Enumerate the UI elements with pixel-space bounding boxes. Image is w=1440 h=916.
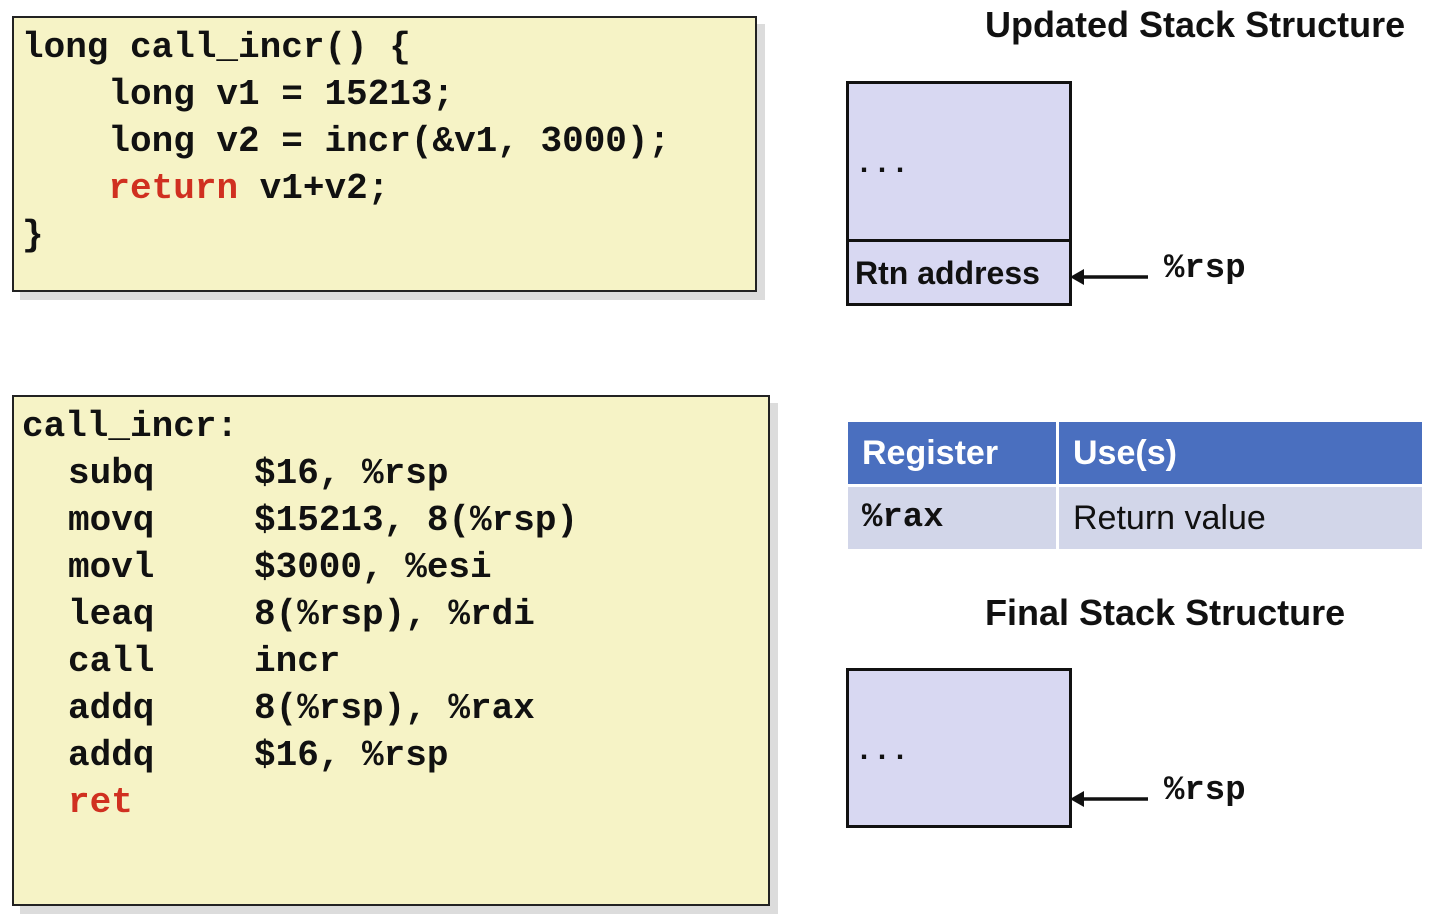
asm-opcode: call	[68, 641, 155, 682]
asm-code-box: call_incr: subq $16, %rsp movq $15213, 8(%r…	[12, 395, 770, 906]
use-cell: Return value	[1057, 485, 1422, 549]
updated-stack-title: Updated Stack Structure	[985, 4, 1406, 45]
c-code-line: long v2 = incr(&v1, 3000);	[22, 121, 671, 162]
asm-operands: $16, %rsp	[254, 735, 449, 776]
asm-opcode: ret	[68, 782, 133, 823]
updated-stack-diagram: ... Rtn address	[846, 81, 1072, 306]
asm-operands: $15213, 8(%rsp)	[254, 500, 579, 541]
asm-operands: incr	[254, 641, 341, 682]
c-code-line: long v1 = 15213;	[22, 74, 455, 115]
c-code-line-return: return v1+v2;	[22, 165, 389, 212]
asm-opcode: addq	[68, 735, 155, 776]
asm-instruction-line: subq $16, %rsp	[14, 450, 754, 497]
stack-cell-return-address: Rtn address	[855, 255, 1040, 291]
header-uses: Use(s)	[1057, 422, 1422, 487]
register-table: Register Use(s) %rax Return value	[848, 422, 1422, 549]
stack-cell-divider	[849, 239, 1069, 242]
stack-cell-ellipsis: ...	[855, 148, 910, 182]
asm-opcode: addq	[68, 688, 155, 729]
asm-label: call_incr:	[22, 406, 239, 447]
asm-instruction-line: ret	[14, 779, 754, 826]
asm-operands: $16, %rsp	[254, 453, 449, 494]
rsp-label: %rsp	[1164, 250, 1246, 288]
asm-instruction-line: addq 8(%rsp), %rax	[14, 685, 754, 732]
header-register: Register	[848, 422, 1059, 487]
asm-opcode: movq	[68, 500, 155, 541]
c-code-line: }	[22, 215, 44, 256]
final-stack-diagram: ...	[846, 668, 1072, 828]
rsp-pointer-arrow-icon	[1070, 791, 1148, 807]
c-code-line: long call_incr() {	[22, 27, 411, 68]
register-cell: %rax	[848, 485, 1059, 549]
indent	[22, 168, 108, 209]
return-keyword: return	[108, 168, 239, 209]
asm-operands: $3000, %esi	[254, 547, 492, 588]
table-row: %rax Return value	[848, 485, 1422, 549]
stack-cell-ellipsis: ...	[855, 735, 910, 769]
asm-instruction-line: call incr	[14, 638, 754, 685]
return-expression: v1+v2;	[238, 168, 390, 209]
asm-instruction-line: leaq 8(%rsp), %rdi	[14, 591, 754, 638]
c-code-box: long call_incr() { long v1 = 15213; long…	[12, 16, 757, 292]
asm-operands: 8(%rsp), %rdi	[254, 594, 535, 635]
rsp-label: %rsp	[1164, 772, 1246, 810]
asm-operands: 8(%rsp), %rax	[254, 688, 535, 729]
asm-instruction-line: addq $16, %rsp	[14, 732, 754, 779]
asm-instruction-line: movq $15213, 8(%rsp)	[14, 497, 754, 544]
register-table-header: Register Use(s)	[848, 422, 1422, 487]
asm-opcode: movl	[68, 547, 155, 588]
asm-instruction-line: movl $3000, %esi	[14, 544, 754, 591]
rsp-pointer-arrow-icon	[1070, 269, 1148, 285]
asm-opcode: leaq	[68, 594, 155, 635]
final-stack-title: Final Stack Structure	[985, 592, 1346, 633]
asm-opcode: subq	[68, 453, 155, 494]
